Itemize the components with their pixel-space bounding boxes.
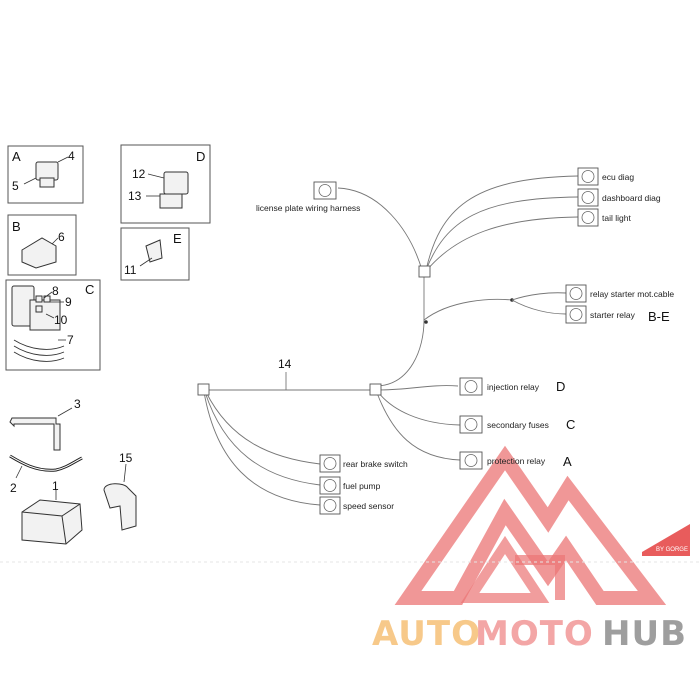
label-starter-relay: starter relay <box>590 310 636 320</box>
part-number-3: 3 <box>74 397 81 411</box>
part-3-bracket: 3 <box>9 397 81 451</box>
part-number-7: 7 <box>67 333 74 347</box>
fuse-slot <box>35 295 43 303</box>
fuse-box-body <box>29 299 61 331</box>
part-number-6: 6 <box>58 230 65 244</box>
label-ecu-diag: ecu diag <box>602 172 634 182</box>
box-letter-e: E <box>173 231 182 246</box>
label-rear-brake-switch: rear brake switch <box>343 459 408 469</box>
part-number-9: 9 <box>65 295 72 309</box>
part-number-8: 8 <box>52 284 59 298</box>
ref-secondary-fuses: C <box>566 417 575 432</box>
label-speed-sensor: speed sensor <box>343 501 394 511</box>
part-number-2: 2 <box>10 481 17 495</box>
box-letter-c: C <box>85 282 94 297</box>
ref-starter-relay: B-E <box>648 309 670 324</box>
part-box-e: E 11 <box>120 227 190 281</box>
connector-secondary-fuses: secondary fuses C <box>459 415 575 434</box>
part-15-connector: 15 <box>103 451 137 531</box>
label-injection-relay: injection relay <box>487 382 540 392</box>
label-license-plate: license plate wiring harness <box>256 203 360 213</box>
by-gorge-badge: BY GORGE <box>642 524 690 556</box>
part-number-10: 10 <box>54 313 68 327</box>
fuse-icon <box>145 239 163 263</box>
part-box-b: B 6 <box>7 214 77 276</box>
connector-fuel-pump: fuel pump <box>319 476 381 495</box>
relay-base <box>39 177 55 188</box>
part-2-cable: 2 <box>9 454 83 495</box>
cable-bundle <box>13 339 65 350</box>
watermark-moto: MOTO <box>475 614 594 654</box>
ref-injection-relay: D <box>556 379 565 394</box>
connector-rear-brake-switch: rear brake switch <box>319 454 408 473</box>
connector-license-plate: license plate wiring harness <box>256 181 360 213</box>
box-letter-d: D <box>196 149 205 164</box>
cable-bundle <box>13 351 65 362</box>
part-number-15: 15 <box>119 451 133 465</box>
part-number-4: 4 <box>68 149 75 163</box>
part-number-11: 11 <box>124 263 137 277</box>
connector-protection-relay: protection relay A <box>459 451 572 470</box>
connector-injection-relay: injection relay D <box>459 377 565 396</box>
harness-junction-left <box>197 383 210 396</box>
connector-dashboard-diag: dashboard diag <box>577 188 661 207</box>
fuse-holder-icon <box>21 237 57 269</box>
box-letter-a: A <box>12 149 21 164</box>
label-dashboard-diag: dashboard diag <box>602 193 661 203</box>
connector-ecu-diag: ecu diag <box>577 167 634 186</box>
label-fuel-pump: fuel pump <box>343 481 381 491</box>
part-number-1: 1 <box>52 479 59 493</box>
harness-junction-top <box>418 265 431 278</box>
label-protection-relay: protection relay <box>487 456 546 466</box>
connector-tail-light: tail light <box>577 208 631 227</box>
cable-bundle <box>13 345 65 356</box>
part-number-13: 13 <box>128 189 142 203</box>
part-box-c: C 8 9 10 7 <box>5 279 101 371</box>
connector-starter-relay: starter relay B-E <box>565 305 670 324</box>
connector-relay-starter-mot: relay starter mot.cable <box>565 284 674 303</box>
label-tail-light: tail light <box>602 213 631 223</box>
part-box-d: D 12 13 <box>120 144 211 224</box>
wiring-harness-14: 14 <box>203 175 579 506</box>
box-letter-b: B <box>12 219 21 234</box>
label-secondary-fuses: secondary fuses <box>487 420 549 430</box>
watermark-auto: AUTO <box>372 614 481 654</box>
automotohub-logo <box>394 445 667 605</box>
relay-icon <box>35 161 59 181</box>
part-number-14: 14 <box>278 357 292 371</box>
badge-text: BY GORGE <box>656 547 688 553</box>
relay-icon <box>163 171 189 195</box>
fuse-slot <box>35 305 43 313</box>
connector-speed-sensor: speed sensor <box>319 496 394 515</box>
ref-protection-relay: A <box>563 454 572 469</box>
watermark-hub: HUB <box>602 614 687 654</box>
part-1-control-unit: 1 <box>21 479 83 545</box>
part-number-5: 5 <box>12 179 19 193</box>
relay-base <box>159 193 183 209</box>
harness-junction-center <box>369 383 382 396</box>
part-number-12: 12 <box>132 167 146 181</box>
label-relay-starter-mot: relay starter mot.cable <box>590 289 674 299</box>
part-box-a: A 4 5 <box>7 145 84 204</box>
